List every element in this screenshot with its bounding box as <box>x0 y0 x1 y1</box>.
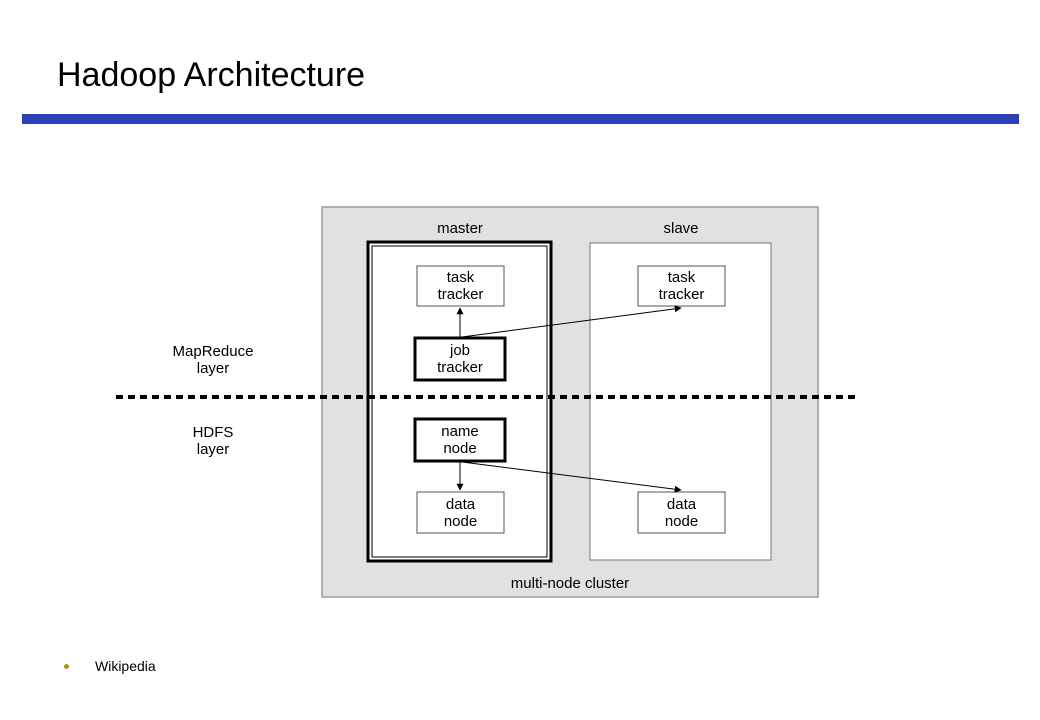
svg-text:node: node <box>444 513 477 530</box>
svg-text:tracker: tracker <box>437 359 483 376</box>
slave-task-tracker-node: task tracker <box>637 265 726 307</box>
mapreduce-layer-label: MapReduce layer <box>173 343 254 377</box>
title-divider <box>22 114 1019 124</box>
svg-text:layer: layer <box>197 441 230 458</box>
arrow-job-to-slave-task <box>461 305 682 338</box>
svg-text:task: task <box>447 269 475 286</box>
svg-text:layer: layer <box>197 360 230 377</box>
arrow-name-to-slave-data <box>461 461 682 493</box>
slave-data-node: data node <box>637 491 726 534</box>
name-node-node: name node <box>413 417 507 463</box>
caption-text: Wikipedia <box>95 658 156 674</box>
master-task-tracker-node: task tracker <box>416 265 505 307</box>
page-title: Hadoop Architecture <box>57 56 366 94</box>
svg-text:HDFS: HDFS <box>193 424 234 441</box>
cluster-label: multi-node cluster <box>511 575 629 592</box>
svg-text:task: task <box>668 269 696 286</box>
svg-text:tracker: tracker <box>659 286 705 303</box>
svg-text:data: data <box>667 496 697 513</box>
svg-text:tracker: tracker <box>438 286 484 303</box>
svg-text:name: name <box>441 423 479 440</box>
master-label: master <box>437 220 483 237</box>
master-data-node: data node <box>416 491 505 534</box>
svg-text:job: job <box>449 342 470 359</box>
svg-text:node: node <box>665 513 698 530</box>
svg-text:MapReduce: MapReduce <box>173 343 254 360</box>
job-tracker-node: job tracker <box>413 336 507 382</box>
slave-label: slave <box>663 220 698 237</box>
hdfs-layer-label: HDFS layer <box>193 424 234 458</box>
source-caption: Wikipedia <box>64 658 156 674</box>
svg-text:data: data <box>446 496 476 513</box>
bullet-icon <box>64 663 69 669</box>
svg-text:node: node <box>443 440 476 457</box>
